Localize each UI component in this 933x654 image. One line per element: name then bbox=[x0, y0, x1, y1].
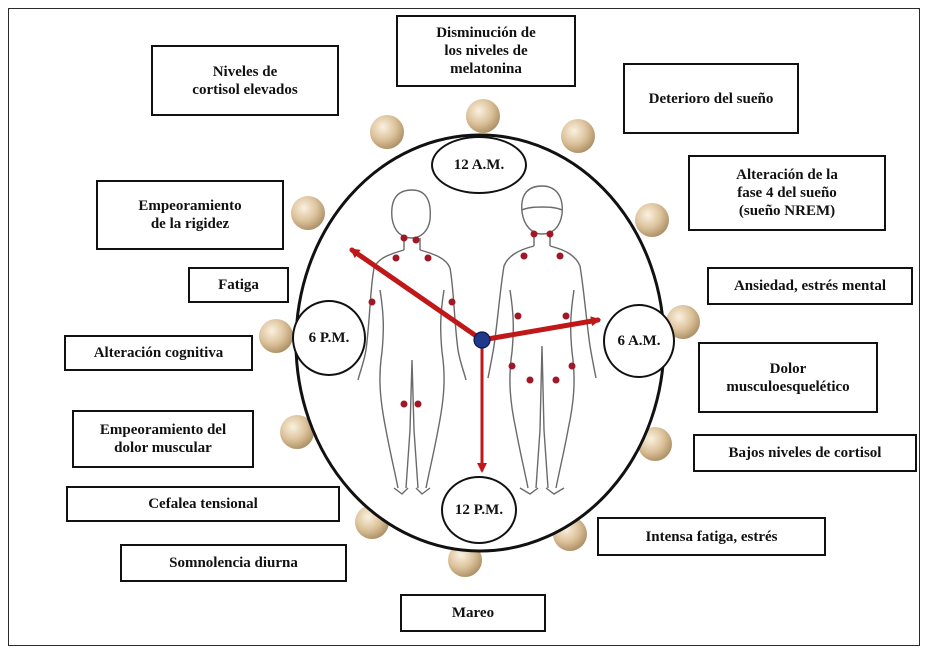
box-somnolencia-diurna: Somnolencia diurna bbox=[120, 544, 347, 582]
box-dolor-musculoesqueletico: Dolor musculoesquelético bbox=[698, 342, 878, 413]
tender-point bbox=[415, 401, 422, 408]
bead bbox=[635, 203, 669, 237]
box-empeoramiento-dolor-muscular: Empeoramiento del dolor muscular bbox=[72, 410, 254, 468]
box-alteracion-fase-4: Alteración de la fase 4 del sueño (sueño… bbox=[688, 155, 886, 231]
bead bbox=[370, 115, 404, 149]
tender-point bbox=[509, 363, 516, 370]
tender-point bbox=[449, 299, 456, 306]
box-mareo: Mareo bbox=[400, 594, 546, 632]
tender-point bbox=[515, 313, 522, 320]
tender-point bbox=[413, 237, 420, 244]
box-deterioro-sueno: Deterioro del sueño bbox=[623, 63, 799, 134]
tender-point bbox=[521, 253, 528, 260]
label-12pm: 12 P.M. bbox=[441, 476, 517, 544]
tender-point bbox=[547, 231, 554, 238]
tender-point bbox=[401, 235, 408, 242]
box-ansiedad-estres: Ansiedad, estrés mental bbox=[707, 267, 913, 305]
tender-point bbox=[557, 253, 564, 260]
label-6pm: 6 P.M. bbox=[292, 300, 366, 376]
tender-point bbox=[393, 255, 400, 262]
box-bajos-niveles-cortisol: Bajos niveles de cortisol bbox=[693, 434, 917, 472]
tender-point bbox=[425, 255, 432, 262]
box-cefalea-tensional: Cefalea tensional bbox=[66, 486, 340, 522]
box-disminucion-melatonina: Disminución de los niveles de melatonina bbox=[396, 15, 576, 87]
bead bbox=[291, 196, 325, 230]
tender-point bbox=[569, 363, 576, 370]
tender-point bbox=[527, 377, 534, 384]
tender-point bbox=[369, 299, 376, 306]
tender-point bbox=[401, 401, 408, 408]
box-fatiga: Fatiga bbox=[188, 267, 289, 303]
tender-point bbox=[531, 231, 538, 238]
bead bbox=[466, 99, 500, 133]
bead bbox=[561, 119, 595, 153]
box-niveles-cortisol-elevados: Niveles de cortisol elevados bbox=[151, 45, 339, 116]
box-alteracion-cognitiva: Alteración cognitiva bbox=[64, 335, 253, 371]
tender-point bbox=[563, 313, 570, 320]
bead bbox=[259, 319, 293, 353]
label-12am: 12 A.M. bbox=[431, 136, 527, 194]
tender-point bbox=[553, 377, 560, 384]
label-6am: 6 A.M. bbox=[603, 304, 675, 378]
clock-center-dot bbox=[474, 332, 490, 348]
box-empeoramiento-rigidez: Empeoramiento de la rigidez bbox=[96, 180, 284, 250]
box-intensa-fatiga-estres: Intensa fatiga, estrés bbox=[597, 517, 826, 556]
